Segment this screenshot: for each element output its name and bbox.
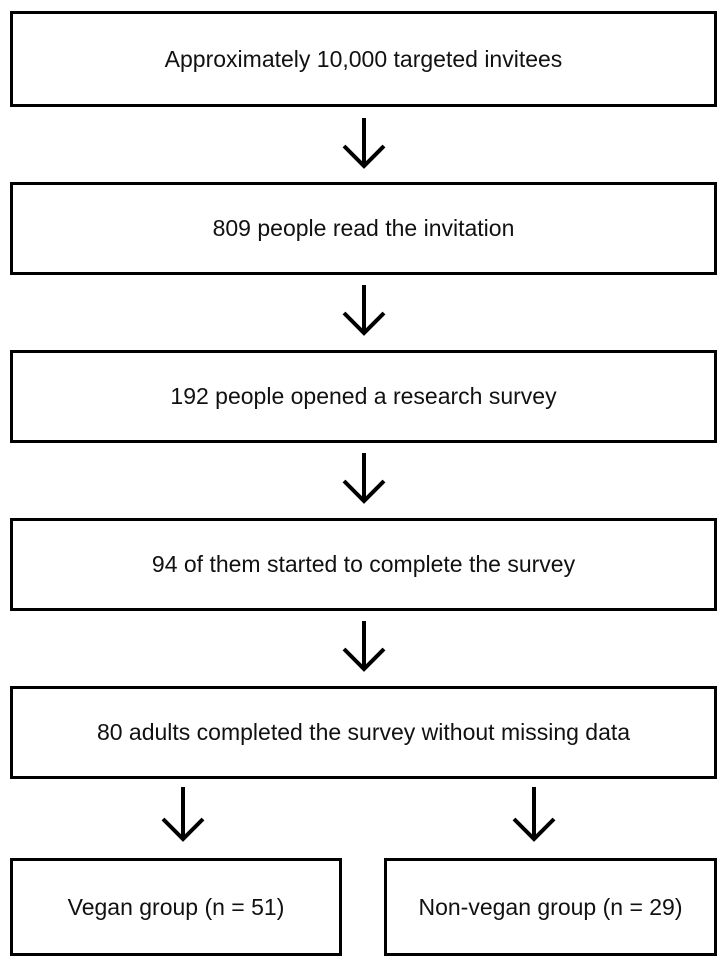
group-box-vegan: Vegan group (n = 51) xyxy=(10,858,342,956)
down-arrow-right-icon xyxy=(512,787,556,842)
flow-box-invitees-label: Approximately 10,000 targeted invitees xyxy=(164,45,563,72)
down-arrow-icon xyxy=(342,285,386,336)
group-box-vegan-label: Vegan group (n = 51) xyxy=(67,893,285,920)
flow-box-invitees: Approximately 10,000 targeted invitees xyxy=(10,11,717,107)
down-arrow-left-icon xyxy=(161,787,205,842)
flow-box-opened-survey-label: 192 people opened a research survey xyxy=(170,383,557,409)
down-arrow-icon xyxy=(342,621,386,672)
flow-box-completed-survey: 80 adults completed the survey without m… xyxy=(10,686,717,779)
group-box-non-vegan: Non-vegan group (n = 29) xyxy=(384,858,717,956)
down-arrow-icon xyxy=(342,453,386,504)
flow-box-completed-survey-label: 80 adults completed the survey without m… xyxy=(96,719,631,745)
flow-box-read-invitation-label: 809 people read the invitation xyxy=(212,215,515,241)
flow-box-opened-survey: 192 people opened a research survey xyxy=(10,350,717,443)
flow-box-started-survey-label: 94 of them started to complete the surve… xyxy=(151,551,576,577)
flow-box-read-invitation: 809 people read the invitation xyxy=(10,182,717,275)
down-arrow-icon xyxy=(342,118,386,169)
flow-box-started-survey: 94 of them started to complete the surve… xyxy=(10,518,717,611)
group-box-non-vegan-label: Non-vegan group (n = 29) xyxy=(418,893,683,920)
